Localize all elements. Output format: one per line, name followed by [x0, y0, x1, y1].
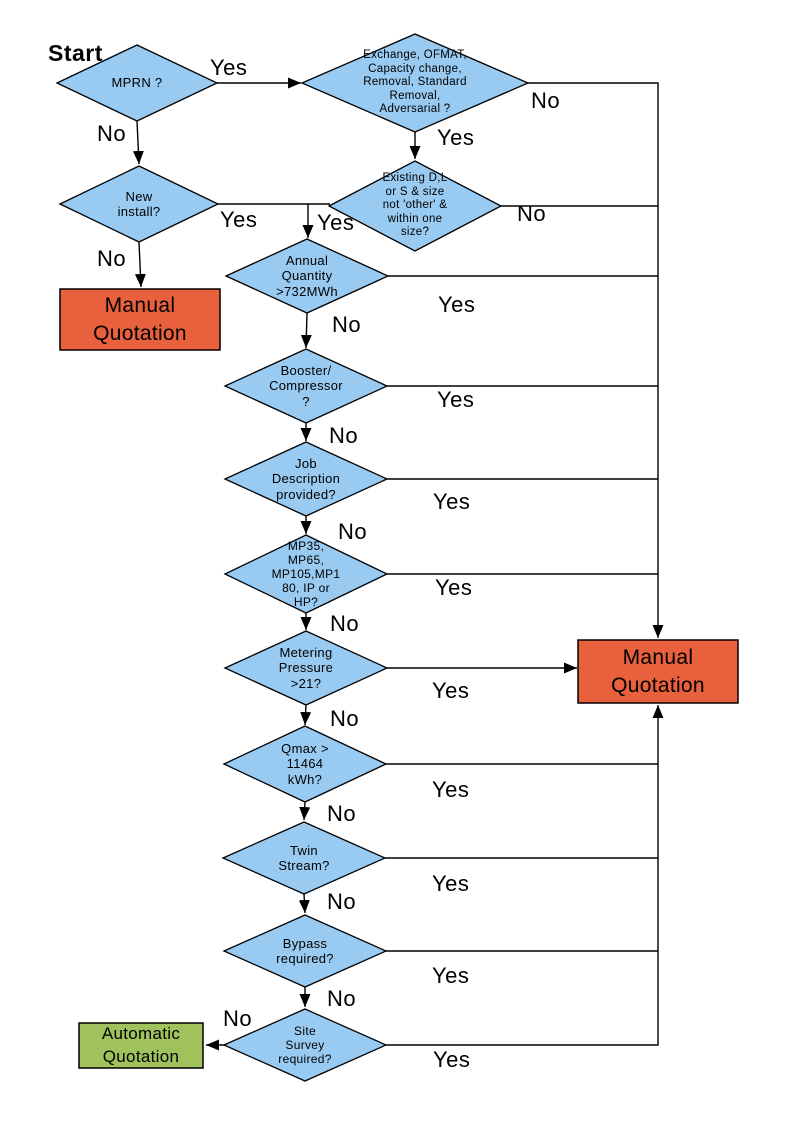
- decision-annual-quantity: [224, 238, 390, 314]
- edge-qmax-no: [299, 801, 311, 821]
- decision-booster-compressor: [223, 348, 389, 424]
- edge-new-install-no: [134, 241, 146, 288]
- edges-group: [132, 77, 664, 1051]
- decision-twin-stream: [221, 821, 387, 895]
- edge-metering-pressure-no: [300, 704, 312, 726]
- edge-twin-stream-no: [298, 893, 310, 914]
- decision-new-install: [58, 165, 220, 243]
- edge-mprn-no: [132, 120, 144, 165]
- decision-mp-tier: [223, 534, 389, 614]
- decision-mprn: [55, 44, 219, 122]
- decision-qmax: [222, 725, 388, 803]
- edge-exchange-no: [527, 82, 664, 638]
- process-manual-quotation-right: [577, 639, 739, 704]
- edge-annual-quantity-no: [300, 312, 312, 349]
- decision-existing-size: [327, 160, 503, 252]
- edge-site-survey-yes: [386, 705, 664, 1046]
- decision-job-description: [223, 441, 389, 517]
- decision-site-survey: [222, 1008, 388, 1082]
- decision-exchange-ofmat: [300, 33, 530, 133]
- nodes-group: [55, 33, 739, 1082]
- process-automatic-quotation: [78, 1022, 204, 1069]
- process-manual-quotation-left: [59, 288, 221, 351]
- decision-metering-pressure: [223, 630, 389, 706]
- decision-bypass: [222, 914, 388, 988]
